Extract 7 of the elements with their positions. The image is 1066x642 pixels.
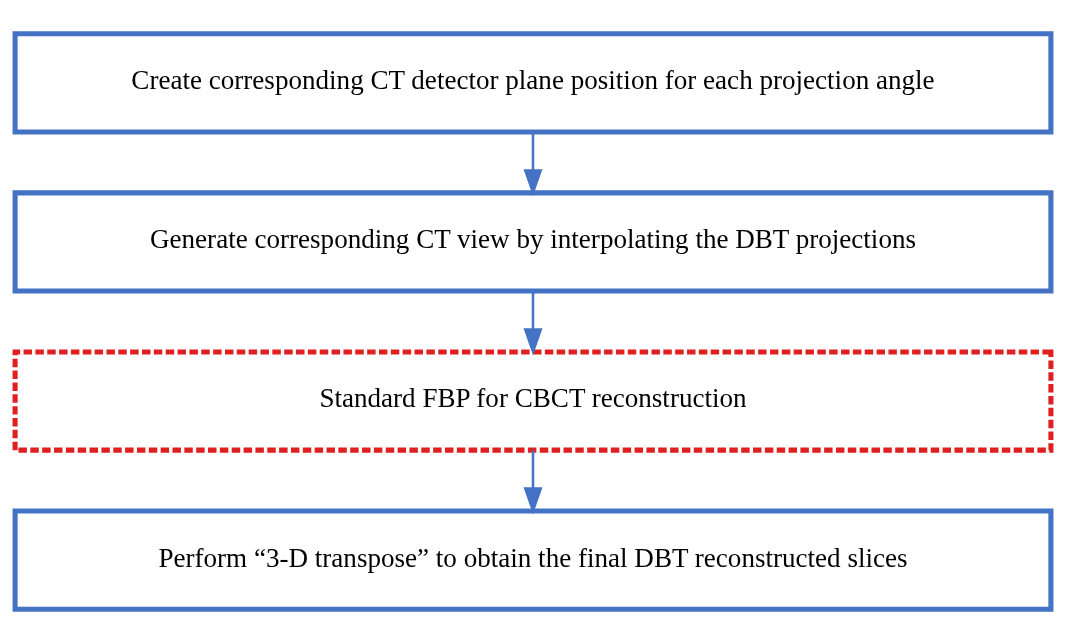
node-box: Create corresponding CT detector plane position for each projection angle bbox=[12, 30, 1054, 134]
node-box: Standard FBP for CBCT reconstruction bbox=[12, 348, 1054, 453]
node-box: Perform “3-D transpose” to obtain the final DBT reconstructed slices bbox=[12, 508, 1054, 612]
arrow bbox=[523, 290, 543, 355]
arrow bbox=[523, 449, 543, 514]
node-box: Generate corresponding CT view by interpolating the DBT projections bbox=[12, 189, 1054, 294]
arrow bbox=[523, 131, 543, 196]
